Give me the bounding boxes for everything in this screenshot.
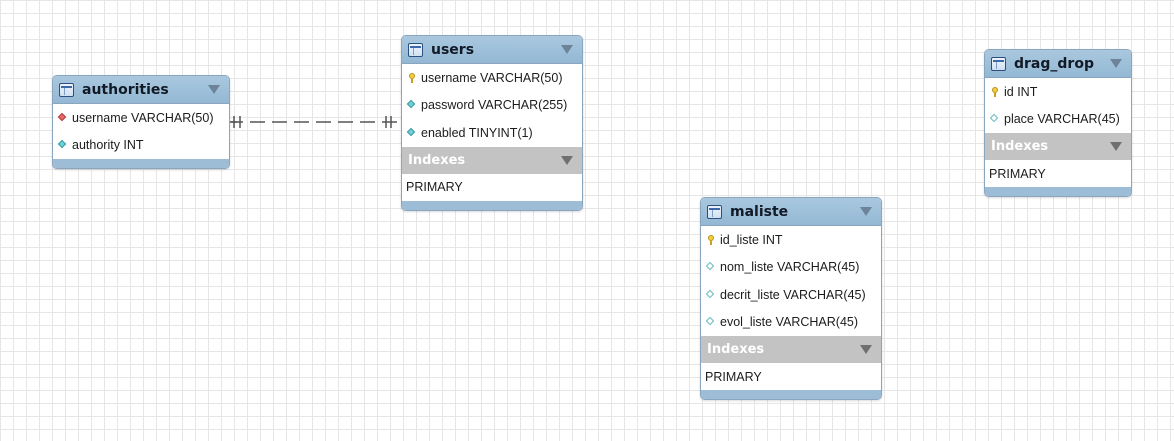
indexes-header[interactable]: Indexes	[985, 133, 1131, 160]
table-footer	[701, 390, 881, 399]
table-header[interactable]: authorities	[53, 76, 229, 104]
column-row[interactable]: username VARCHAR(50)	[402, 64, 582, 92]
column-label: decrit_liste VARCHAR(45)	[720, 287, 866, 302]
column-row[interactable]: evol_liste VARCHAR(45)	[701, 309, 881, 337]
table-icon	[408, 42, 423, 57]
column-label: username VARCHAR(50)	[72, 110, 214, 125]
collapse-chevron-icon[interactable]	[208, 85, 220, 94]
column-label: id INT	[1004, 84, 1038, 99]
column-row[interactable]: username VARCHAR(50)	[53, 104, 229, 132]
column-row[interactable]: authority INT	[53, 132, 229, 160]
indexes-label: Indexes	[707, 342, 765, 357]
collapse-chevron-icon[interactable]	[561, 155, 573, 165]
table-name: users	[431, 41, 475, 58]
column-row[interactable]: id_liste INT	[701, 226, 881, 254]
table-drag-drop[interactable]: drag_drop id INT place VARCHAR(45) Index…	[984, 49, 1132, 197]
column-row[interactable]: decrit_liste VARCHAR(45)	[701, 281, 881, 309]
table-users[interactable]: users username VARCHAR(50) password VARC…	[401, 35, 583, 211]
table-icon	[707, 204, 722, 219]
primary-key-icon	[990, 86, 1000, 97]
column-row[interactable]: place VARCHAR(45)	[985, 106, 1131, 134]
table-icon	[991, 56, 1006, 71]
index-label: PRIMARY	[705, 369, 762, 384]
collapse-chevron-icon[interactable]	[561, 45, 573, 54]
table-header[interactable]: drag_drop	[985, 50, 1131, 78]
nullable-column-icon	[706, 317, 716, 327]
nullable-column-icon	[706, 290, 716, 300]
column-row[interactable]: enabled TINYINT(1)	[402, 119, 582, 147]
collapse-chevron-icon[interactable]	[1110, 142, 1122, 151]
column-icon	[407, 128, 417, 138]
index-row[interactable]: PRIMARY	[402, 174, 582, 201]
table-header[interactable]: users	[402, 36, 582, 64]
nullable-column-icon	[706, 262, 716, 272]
column-label: nom_liste VARCHAR(45)	[720, 260, 860, 275]
column-label: authority INT	[72, 138, 144, 153]
index-row[interactable]: PRIMARY	[701, 363, 881, 390]
table-name: authorities	[82, 81, 169, 98]
table-header[interactable]: maliste	[701, 198, 881, 226]
column-row[interactable]: id INT	[985, 78, 1131, 106]
table-footer	[985, 187, 1131, 196]
indexes-header[interactable]: Indexes	[402, 146, 582, 174]
index-row[interactable]: PRIMARY	[985, 160, 1131, 187]
column-icon	[407, 100, 417, 110]
nullable-column-icon	[990, 114, 1000, 124]
table-maliste[interactable]: maliste id_liste INT nom_liste VARCHAR(4…	[700, 197, 882, 400]
column-label: place VARCHAR(45)	[1004, 112, 1120, 127]
foreign-key-icon	[58, 113, 68, 123]
table-footer	[53, 159, 229, 168]
table-name: maliste	[730, 203, 789, 220]
table-icon	[59, 82, 74, 97]
column-icon	[58, 140, 68, 150]
indexes-label: Indexes	[408, 152, 466, 168]
column-label: id_liste INT	[720, 232, 783, 247]
indexes-header[interactable]: Indexes	[701, 336, 881, 363]
collapse-chevron-icon[interactable]	[860, 345, 872, 354]
column-row[interactable]: password VARCHAR(255)	[402, 92, 582, 120]
table-authorities[interactable]: authorities username VARCHAR(50) authori…	[52, 75, 230, 169]
column-label: password VARCHAR(255)	[421, 98, 568, 113]
indexes-label: Indexes	[991, 139, 1049, 154]
index-label: PRIMARY	[989, 166, 1046, 181]
column-label: enabled TINYINT(1)	[421, 125, 533, 140]
primary-key-icon	[407, 72, 417, 83]
column-label: username VARCHAR(50)	[421, 70, 563, 85]
column-label: evol_liste VARCHAR(45)	[720, 315, 859, 330]
index-label: PRIMARY	[406, 180, 463, 194]
table-name: drag_drop	[1014, 55, 1094, 72]
table-footer	[402, 200, 582, 210]
column-row[interactable]: nom_liste VARCHAR(45)	[701, 254, 881, 282]
primary-key-icon	[706, 234, 716, 245]
collapse-chevron-icon[interactable]	[860, 207, 872, 216]
collapse-chevron-icon[interactable]	[1110, 59, 1122, 68]
